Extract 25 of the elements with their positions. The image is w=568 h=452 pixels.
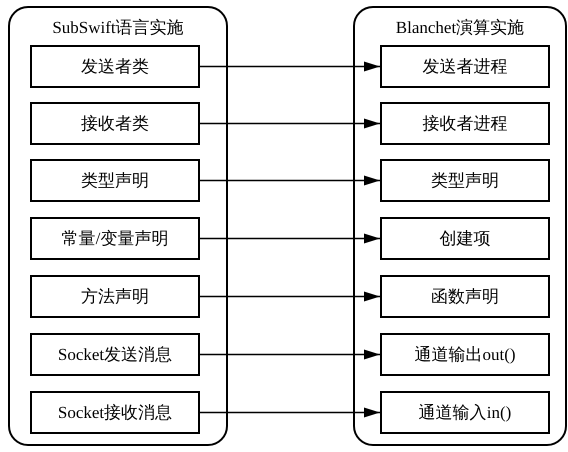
process-box: Socket接收消息 [30,391,200,434]
process-box: 类型声明 [30,159,200,202]
group-panel [8,6,228,446]
process-box: 通道输出out() [380,333,550,376]
process-box: 通道输入in() [380,391,550,434]
process-box: 发送者进程 [380,45,550,88]
arrow [200,292,380,302]
group-title: Blanchet演算实施 [394,17,526,39]
arrow [200,62,380,72]
group-title: SubSwift语言实施 [51,17,185,39]
arrow [200,118,380,128]
group-panel [353,6,567,446]
process-box: 接收者类 [30,102,200,145]
arrow [200,176,380,186]
arrow [200,350,380,360]
process-box: 接收者进程 [380,102,550,145]
process-box: 发送者类 [30,45,200,88]
process-box: Socket发送消息 [30,333,200,376]
process-box: 函数声明 [380,275,550,318]
process-box: 创建项 [380,217,550,260]
process-box: 常量/变量声明 [30,217,200,260]
process-box: 类型声明 [380,159,550,202]
arrow [200,408,380,418]
process-box: 方法声明 [30,275,200,318]
arrow [200,234,380,244]
